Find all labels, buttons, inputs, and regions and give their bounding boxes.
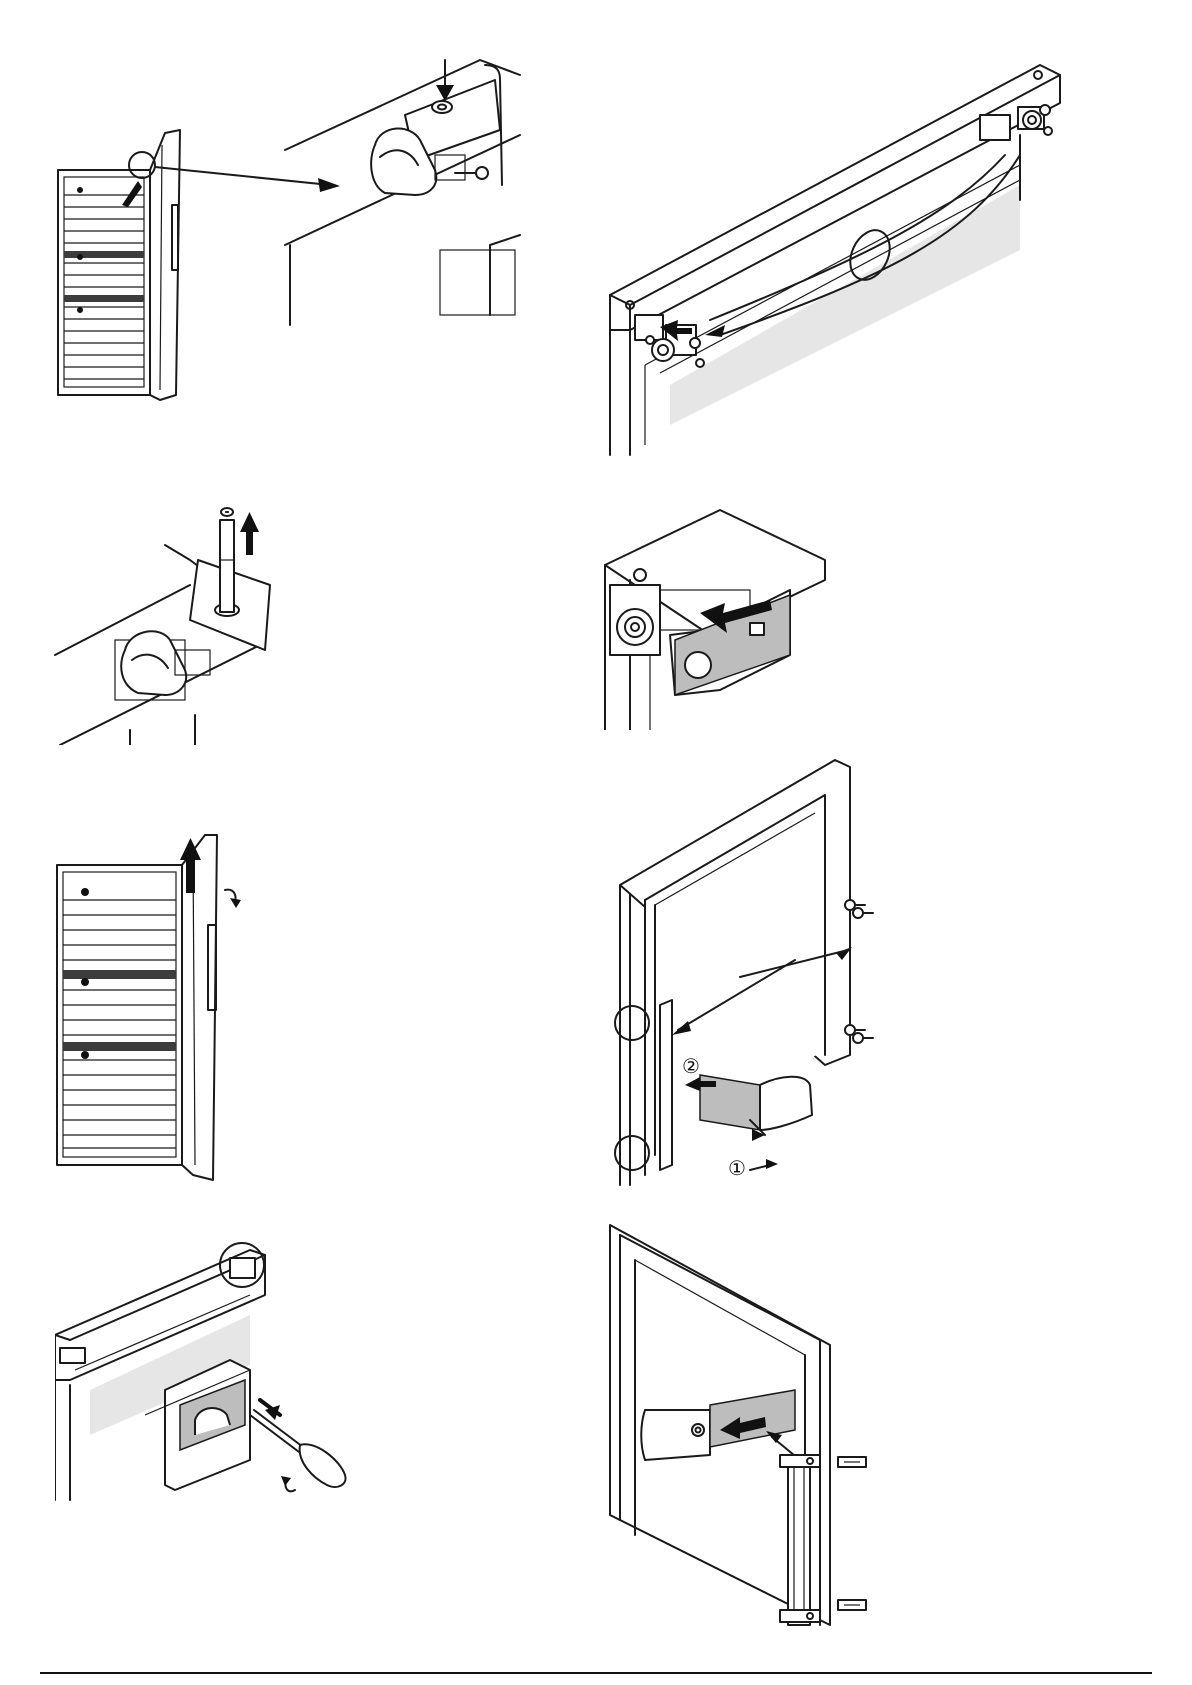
step-one-callout: ①: [728, 1156, 746, 1180]
panel-bracket-insert: [600, 505, 830, 730]
shelf-lines-large: [63, 900, 176, 1148]
panel-door-lift: [55, 830, 285, 1190]
panel-cover-screwdriver: [55, 1200, 385, 1505]
bottom-rule: [40, 1672, 1152, 1674]
panel-top-hinge-overview: [50, 45, 570, 435]
hinge-part-right: [1018, 105, 1052, 135]
hinge-part-left: [635, 315, 704, 367]
panel-handle-install: [600, 1215, 900, 1630]
panel-pin-removal: [50, 500, 290, 745]
shelf-lines: [64, 195, 144, 379]
panel-door-handle-steps: ② ①: [600, 755, 900, 1195]
panel-top-rail-cable: [600, 45, 1160, 465]
step-two-callout: ②: [682, 1054, 700, 1078]
